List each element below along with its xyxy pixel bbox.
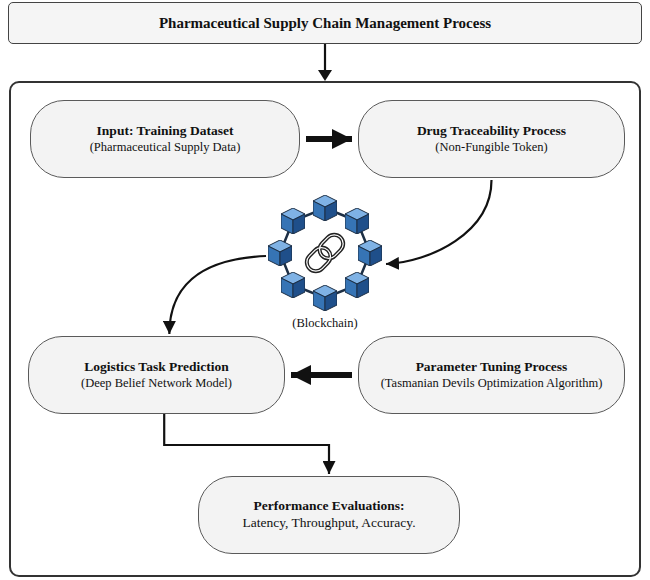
blockchain-icon xyxy=(268,195,382,311)
flow-arrowhead xyxy=(318,70,332,81)
result-box: Performance Evaluations:Latency, Through… xyxy=(198,476,460,554)
box-subtext: (Pharmaceutical Supply Data) xyxy=(90,140,241,156)
thick-arrow xyxy=(291,375,352,376)
box-heading: Drug Traceability Process xyxy=(417,123,566,140)
box-heading: Performance Evaluations: xyxy=(253,498,404,515)
box-subtext: (Non-Fungible Token) xyxy=(435,140,547,156)
box-subtext: (Deep Belief Network Model) xyxy=(81,376,232,392)
process-box: Parameter Tuning Process(Tasmanian Devil… xyxy=(358,336,625,414)
connector-line xyxy=(306,136,352,142)
box-heading: Logistics Task Prediction xyxy=(84,359,229,376)
flow-arrow xyxy=(169,180,491,334)
connector-line xyxy=(291,372,352,378)
container-frame xyxy=(10,82,640,576)
thick-arrow xyxy=(306,139,352,140)
flow-arrow xyxy=(164,414,329,474)
connector-line xyxy=(386,180,492,264)
box-heading: Pharmaceutical Supply Chain Management P… xyxy=(159,14,491,33)
icon-label: (Blockchain) xyxy=(290,316,359,331)
process-box: Logistics Task Prediction(Deep Belief Ne… xyxy=(28,336,285,414)
process-box: Drug Traceability Process(Non-Fungible T… xyxy=(358,100,625,178)
box-heading: Parameter Tuning Process xyxy=(416,359,568,376)
box-heading: Input: Training Dataset xyxy=(97,123,234,140)
box-subtext: (Tasmanian Devils Optimization Algorithm… xyxy=(381,376,603,392)
box-subtext: Latency, Throughput, Accuracy. xyxy=(242,515,415,532)
connector-line xyxy=(164,414,329,474)
connector-line xyxy=(169,256,266,334)
title-box: Pharmaceutical Supply Chain Management P… xyxy=(8,2,642,44)
flow-arrow xyxy=(324,44,326,72)
process-box: Input: Training Dataset(Pharmaceutical S… xyxy=(30,100,300,178)
